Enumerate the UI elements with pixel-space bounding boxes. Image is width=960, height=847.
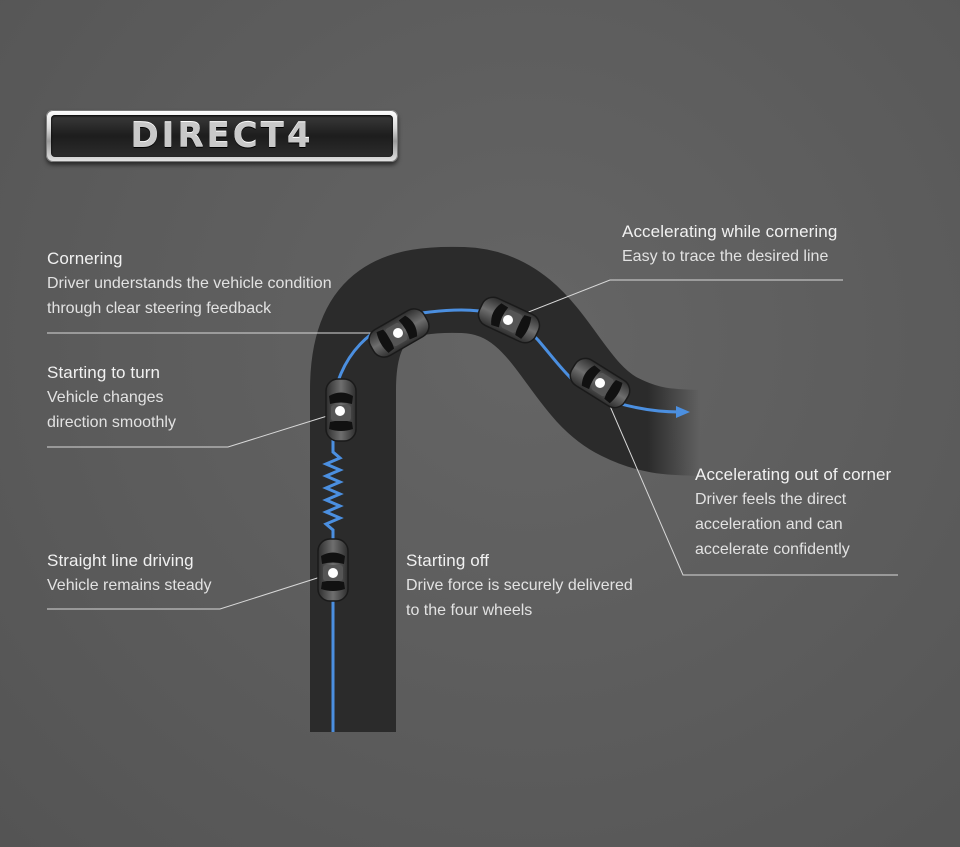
callout-title: Straight line driving [47,551,194,570]
callout-title: Accelerating while cornering [622,222,838,241]
callout-desc: Driver understands the vehicle condition… [47,275,332,317]
logo-text: DIRECT4 [130,116,314,156]
callout-starting-off: Starting off Drive force is securely del… [406,549,633,623]
callout-title: Accelerating out of corner [695,465,892,484]
leader-lines [47,279,898,610]
road [310,246,702,732]
callout-accel-out: Accelerating out of corner Driver feels … [695,463,891,562]
direction-arrow [676,406,690,418]
leader-starting-turn [47,411,341,448]
leader-straight [47,572,334,610]
callout-desc: Vehicle changes direction smoothly [47,389,176,431]
callout-title: Starting off [406,551,490,570]
marker-dots [328,315,605,578]
callout-accel-cornering: Accelerating while cornering Easy to tra… [622,220,837,269]
callout-desc: Vehicle remains steady [47,577,212,594]
direct4-logo: DIRECT4 [46,110,398,162]
leader-accel-cornering [507,279,843,321]
callout-starting-turn: Starting to turn Vehicle changes directi… [47,361,176,435]
callout-title: Starting to turn [47,363,161,382]
callout-desc: Easy to trace the desired line [622,248,829,265]
callout-cornering: Cornering Driver understands the vehicle… [47,247,332,321]
callout-title: Cornering [47,249,123,268]
callout-straight: Straight line driving Vehicle remains st… [47,549,212,598]
callout-desc: Drive force is securely delivered to the… [406,577,633,619]
leader-accel-out [599,382,898,576]
callout-desc: Driver feels the direct acceleration and… [695,491,850,558]
